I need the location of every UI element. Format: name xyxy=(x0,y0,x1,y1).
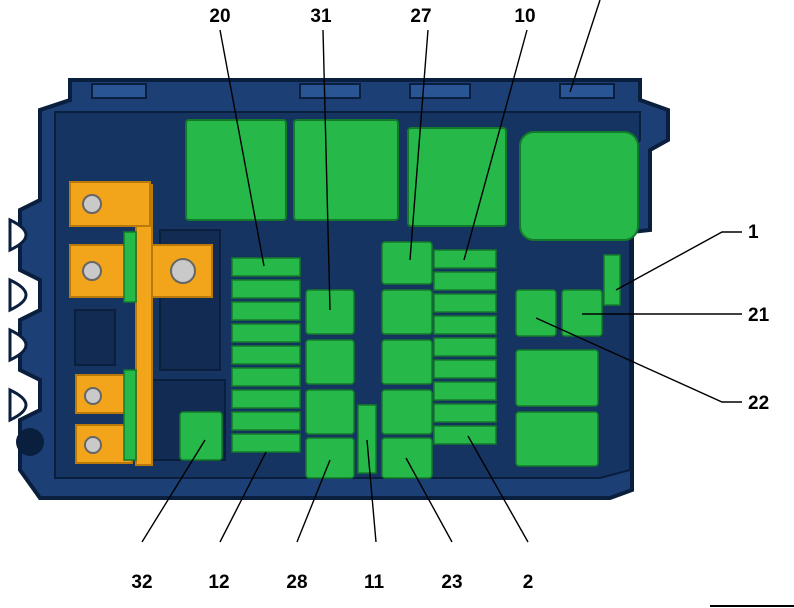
callout-22: 22 xyxy=(748,393,769,414)
callout-27: 27 xyxy=(410,6,431,27)
callout-28: 28 xyxy=(286,572,307,593)
fuse-strip-right xyxy=(433,249,497,445)
callout-23: 23 xyxy=(441,572,462,593)
fuse-strip-left xyxy=(231,257,301,453)
relay xyxy=(293,119,399,221)
relay xyxy=(519,131,639,241)
mini-relays-mid-right xyxy=(381,241,433,479)
callout-31: 31 xyxy=(310,6,332,27)
relay xyxy=(407,127,507,227)
terminal-bolt xyxy=(84,387,102,405)
callout-21: 21 xyxy=(748,305,770,326)
mini-relays-mid-left xyxy=(305,289,355,479)
terminal-bolt xyxy=(82,194,102,214)
relays-right xyxy=(515,254,621,467)
terminal-bolt xyxy=(82,261,102,281)
small-relay xyxy=(179,411,223,461)
callout-10: 10 xyxy=(514,6,535,27)
terminal-bolt xyxy=(170,258,196,284)
callout-labels: 20 31 27 10 1 21 22 32 12 28 11 23 2 xyxy=(131,6,769,593)
callout-1: 1 xyxy=(748,222,759,243)
relay xyxy=(185,119,287,221)
narrow-fuse xyxy=(357,404,377,474)
leader-lines xyxy=(141,0,742,543)
callout-12: 12 xyxy=(208,572,229,593)
callout-2: 2 xyxy=(523,572,534,593)
terminal-bolt xyxy=(84,436,102,454)
callout-20: 20 xyxy=(209,6,230,27)
callout-32: 32 xyxy=(131,572,152,593)
busbar-assembly xyxy=(69,181,213,466)
large-relays xyxy=(185,119,639,241)
callout-11: 11 xyxy=(364,572,385,593)
